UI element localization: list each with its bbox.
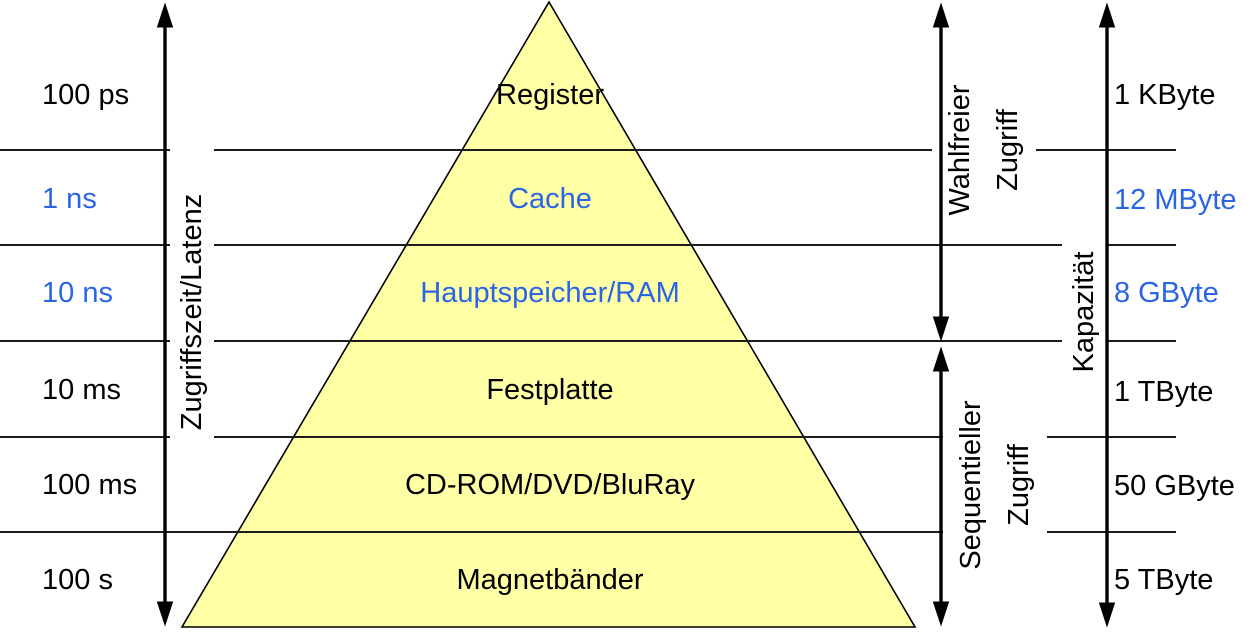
latency-value: 100 ms — [42, 469, 138, 501]
latency-axis-arrow — [156, 2, 174, 627]
capacity-value: 1 KByte — [1114, 79, 1216, 111]
level-label: Register — [496, 79, 604, 111]
random-access-arrow — [932, 2, 950, 342]
latency-value: 10 ns — [42, 277, 113, 309]
level-label: Festplatte — [486, 374, 614, 406]
pyramid-shape — [180, 0, 917, 628]
capacity-value: 50 GByte — [1114, 470, 1235, 502]
latency-value: 100 s — [42, 564, 113, 596]
level-label: Cache — [508, 183, 592, 215]
latency-value: 100 ps — [42, 79, 130, 111]
level-label: Hauptspeicher/RAM — [420, 277, 680, 309]
sequential-access-arrow — [932, 346, 950, 627]
capacity-value: 5 TByte — [1114, 564, 1214, 596]
latency-value: 10 ms — [42, 374, 121, 406]
capacity-value: 12 MByte — [1114, 184, 1237, 216]
latency-value: 1 ns — [42, 183, 97, 215]
level-label: Magnetbänder — [456, 564, 644, 596]
capacity-value: 1 TByte — [1114, 376, 1214, 408]
capacity-axis-arrow — [1098, 2, 1116, 628]
capacity-value: 8 GByte — [1114, 277, 1219, 309]
level-label: CD-ROM/DVD/BluRay — [404, 469, 696, 501]
